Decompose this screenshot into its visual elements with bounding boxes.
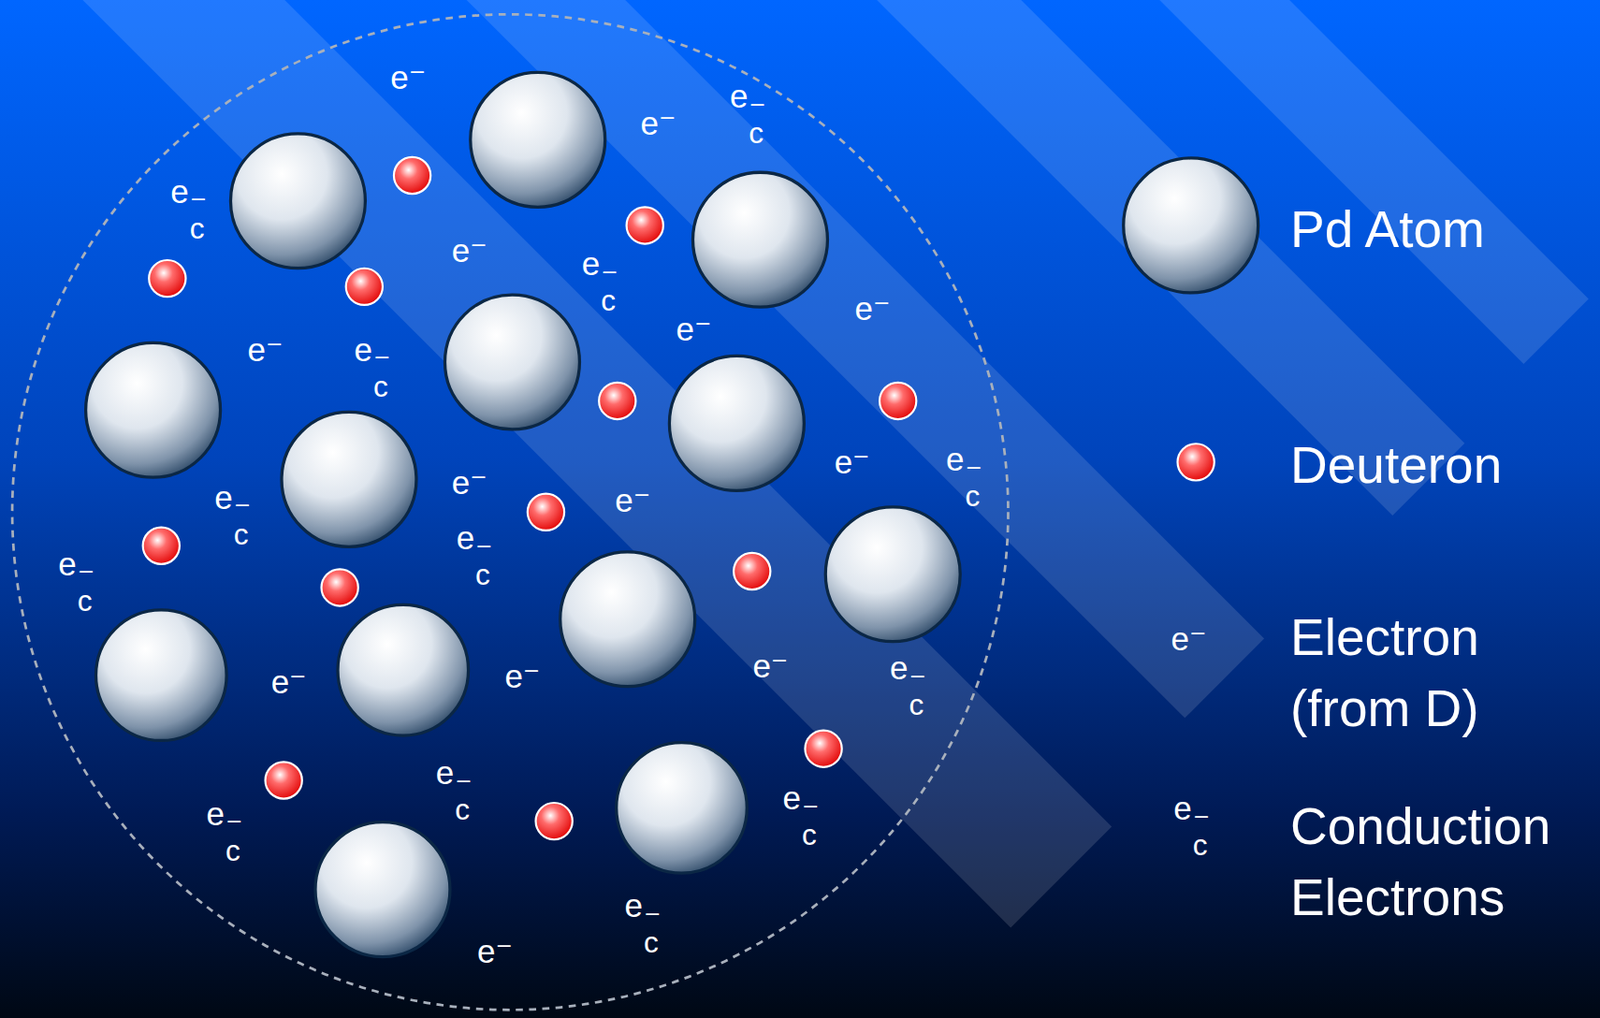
region-outline: [12, 14, 1008, 1010]
deuterons: [143, 157, 917, 840]
electron-symbol: e⁻: [752, 649, 788, 683]
legend-deuteron-sample: [1178, 443, 1215, 480]
conduction-electron-symbol: e⁻c: [1173, 792, 1210, 861]
electron-symbol: e⁻: [614, 483, 651, 517]
electron-symbol: e⁻: [640, 105, 676, 139]
conduction-electron-symbol: e⁻c: [783, 782, 820, 851]
electron-symbol: e⁻: [676, 312, 713, 346]
conduction-electron-symbol: e⁻c: [625, 888, 662, 958]
legend-text: Conduction Electrons: [1290, 790, 1595, 933]
legend-text: Pd Atom: [1290, 193, 1595, 265]
electron-symbol: e⁻: [854, 291, 890, 325]
conduction-electron-symbol: e⁻c: [170, 174, 207, 244]
legend-pd-sample: [1123, 158, 1259, 293]
conduction-electron-symbol: e⁻c: [729, 79, 767, 148]
electron-symbol: e⁻: [451, 233, 488, 267]
conduction-electron-symbol: e⁻c: [214, 480, 251, 550]
conduction-electron-symbol: e⁻c: [456, 522, 494, 591]
legend-text: Deuteron: [1290, 429, 1595, 501]
conduction-electron-symbol: e⁻c: [205, 797, 243, 866]
conduction-electron-symbol: e⁻c: [436, 756, 473, 825]
conduction-electron-symbol: e⁻c: [889, 651, 927, 720]
electron-symbol: e⁻: [247, 332, 284, 365]
electron-symbol: e⁻: [1171, 621, 1208, 655]
conduction-electron-symbol: e⁻c: [58, 547, 95, 616]
electron-symbol: e⁻: [477, 934, 513, 968]
conduction-electron-symbol: e⁻c: [354, 333, 392, 402]
electron-symbol: e⁻: [271, 665, 307, 699]
electron-symbol: e⁻: [451, 465, 488, 498]
pd-atoms: [86, 72, 961, 957]
electron-symbol: e⁻: [834, 444, 871, 478]
legend-text: Electron (from D): [1290, 601, 1595, 744]
conduction-electron-symbol: e⁻c: [581, 247, 619, 316]
conduction-electron-symbol: e⁻c: [945, 443, 983, 512]
electron-symbol: e⁻: [390, 59, 426, 93]
electron-symbol: e⁻: [504, 658, 540, 692]
